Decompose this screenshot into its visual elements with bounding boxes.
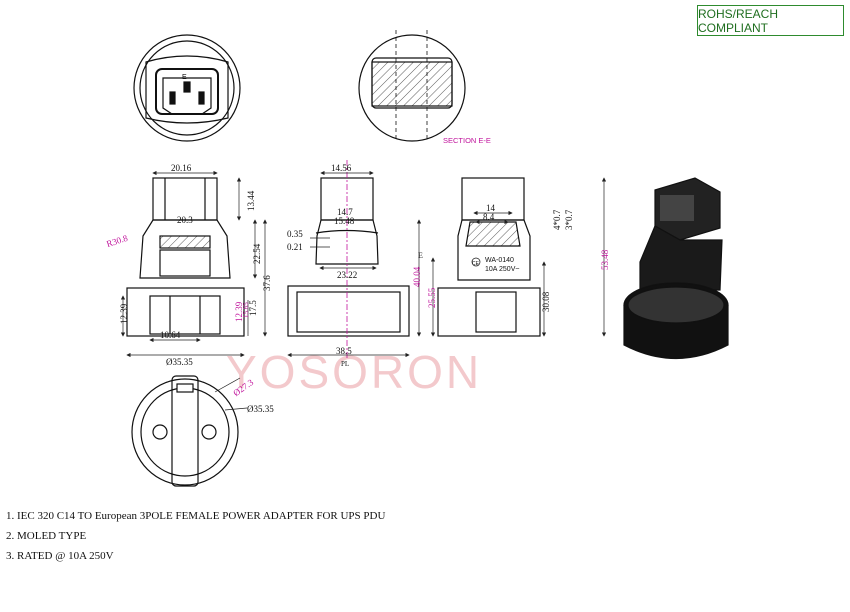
isometric-view bbox=[623, 177, 729, 359]
section-label: SECTION E-E bbox=[443, 136, 491, 145]
dim-right-5348: 53.48 bbox=[600, 249, 610, 270]
dim-side-width-top: 14.56 bbox=[331, 163, 352, 173]
dim-right-small: 17.5 bbox=[248, 300, 258, 316]
dim-side-thk-a: 0.35 bbox=[287, 229, 303, 239]
dim-right-2555: 25.55 bbox=[427, 287, 437, 308]
dim-right-4004: 40.04 bbox=[412, 266, 422, 287]
dim-side-pl: PL bbox=[341, 360, 349, 368]
dim-top-height: 13.44 bbox=[246, 190, 256, 211]
section-marker: E bbox=[418, 251, 423, 260]
top-front-view: E bbox=[133, 34, 241, 142]
dim-side-base-width: 38.5 bbox=[336, 346, 352, 356]
dim-right-84: 8.4 bbox=[483, 212, 495, 222]
note-item: 1. IEC 320 C14 TO European 3POLE FEMALE … bbox=[6, 510, 386, 522]
dim-inner-small: 15.65 bbox=[242, 302, 250, 318]
front-dimensions bbox=[120, 170, 268, 358]
dim-right-37: 3*0.7 bbox=[564, 209, 574, 230]
dim-slot-width: 10.64 bbox=[160, 330, 181, 340]
dim-bottom-diameter: Ø35.35 bbox=[247, 404, 274, 414]
bottom-face-view bbox=[131, 375, 239, 487]
dim-side-inner-a: 14.7 bbox=[337, 207, 353, 217]
svg-text:CE: CE bbox=[472, 261, 480, 267]
dim-base-height: 12.39 bbox=[119, 303, 129, 324]
svg-text:E: E bbox=[182, 74, 187, 81]
dim-diameter: Ø35.35 bbox=[166, 357, 193, 367]
dim-radius: R30.8 bbox=[105, 233, 129, 249]
front-elevation bbox=[126, 177, 245, 337]
dim-inner-width: 20.3 bbox=[177, 215, 193, 225]
right-elevation bbox=[437, 177, 541, 337]
dim-right-14: 14 bbox=[486, 203, 496, 213]
dim-side-neck: 23.22 bbox=[337, 270, 357, 280]
section-view bbox=[358, 30, 466, 142]
notes-list: 1. IEC 320 C14 TO European 3POLE FEMALE … bbox=[6, 506, 385, 566]
dim-total-height: 37.6 bbox=[262, 275, 272, 291]
note-item: 2. MOLED TYPE bbox=[6, 530, 87, 542]
dim-right-3008: 30.08 bbox=[541, 291, 551, 312]
compliance-badge: ROHS/REACH COMPLIANT bbox=[697, 5, 844, 36]
side-dimensions bbox=[287, 170, 410, 358]
dim-side-thk-b: 0.21 bbox=[287, 242, 303, 252]
dim-width-top: 20.16 bbox=[171, 163, 192, 173]
watermark: YOSORON bbox=[226, 346, 482, 398]
dim-base-height-inner: 12.39 bbox=[234, 301, 244, 322]
dim-side-inner-b: 15.48 bbox=[334, 216, 355, 226]
dim-right-47: 4*0.7 bbox=[552, 209, 562, 230]
side-elevation bbox=[287, 160, 410, 360]
product-rating: 10A 250V~ bbox=[485, 266, 519, 273]
product-model: WA-0140 bbox=[485, 257, 514, 264]
note-item: 3. RATED @ 10A 250V bbox=[6, 550, 114, 562]
dim-mid-height: 22.54 bbox=[252, 243, 262, 264]
right-dimensions bbox=[416, 177, 607, 337]
